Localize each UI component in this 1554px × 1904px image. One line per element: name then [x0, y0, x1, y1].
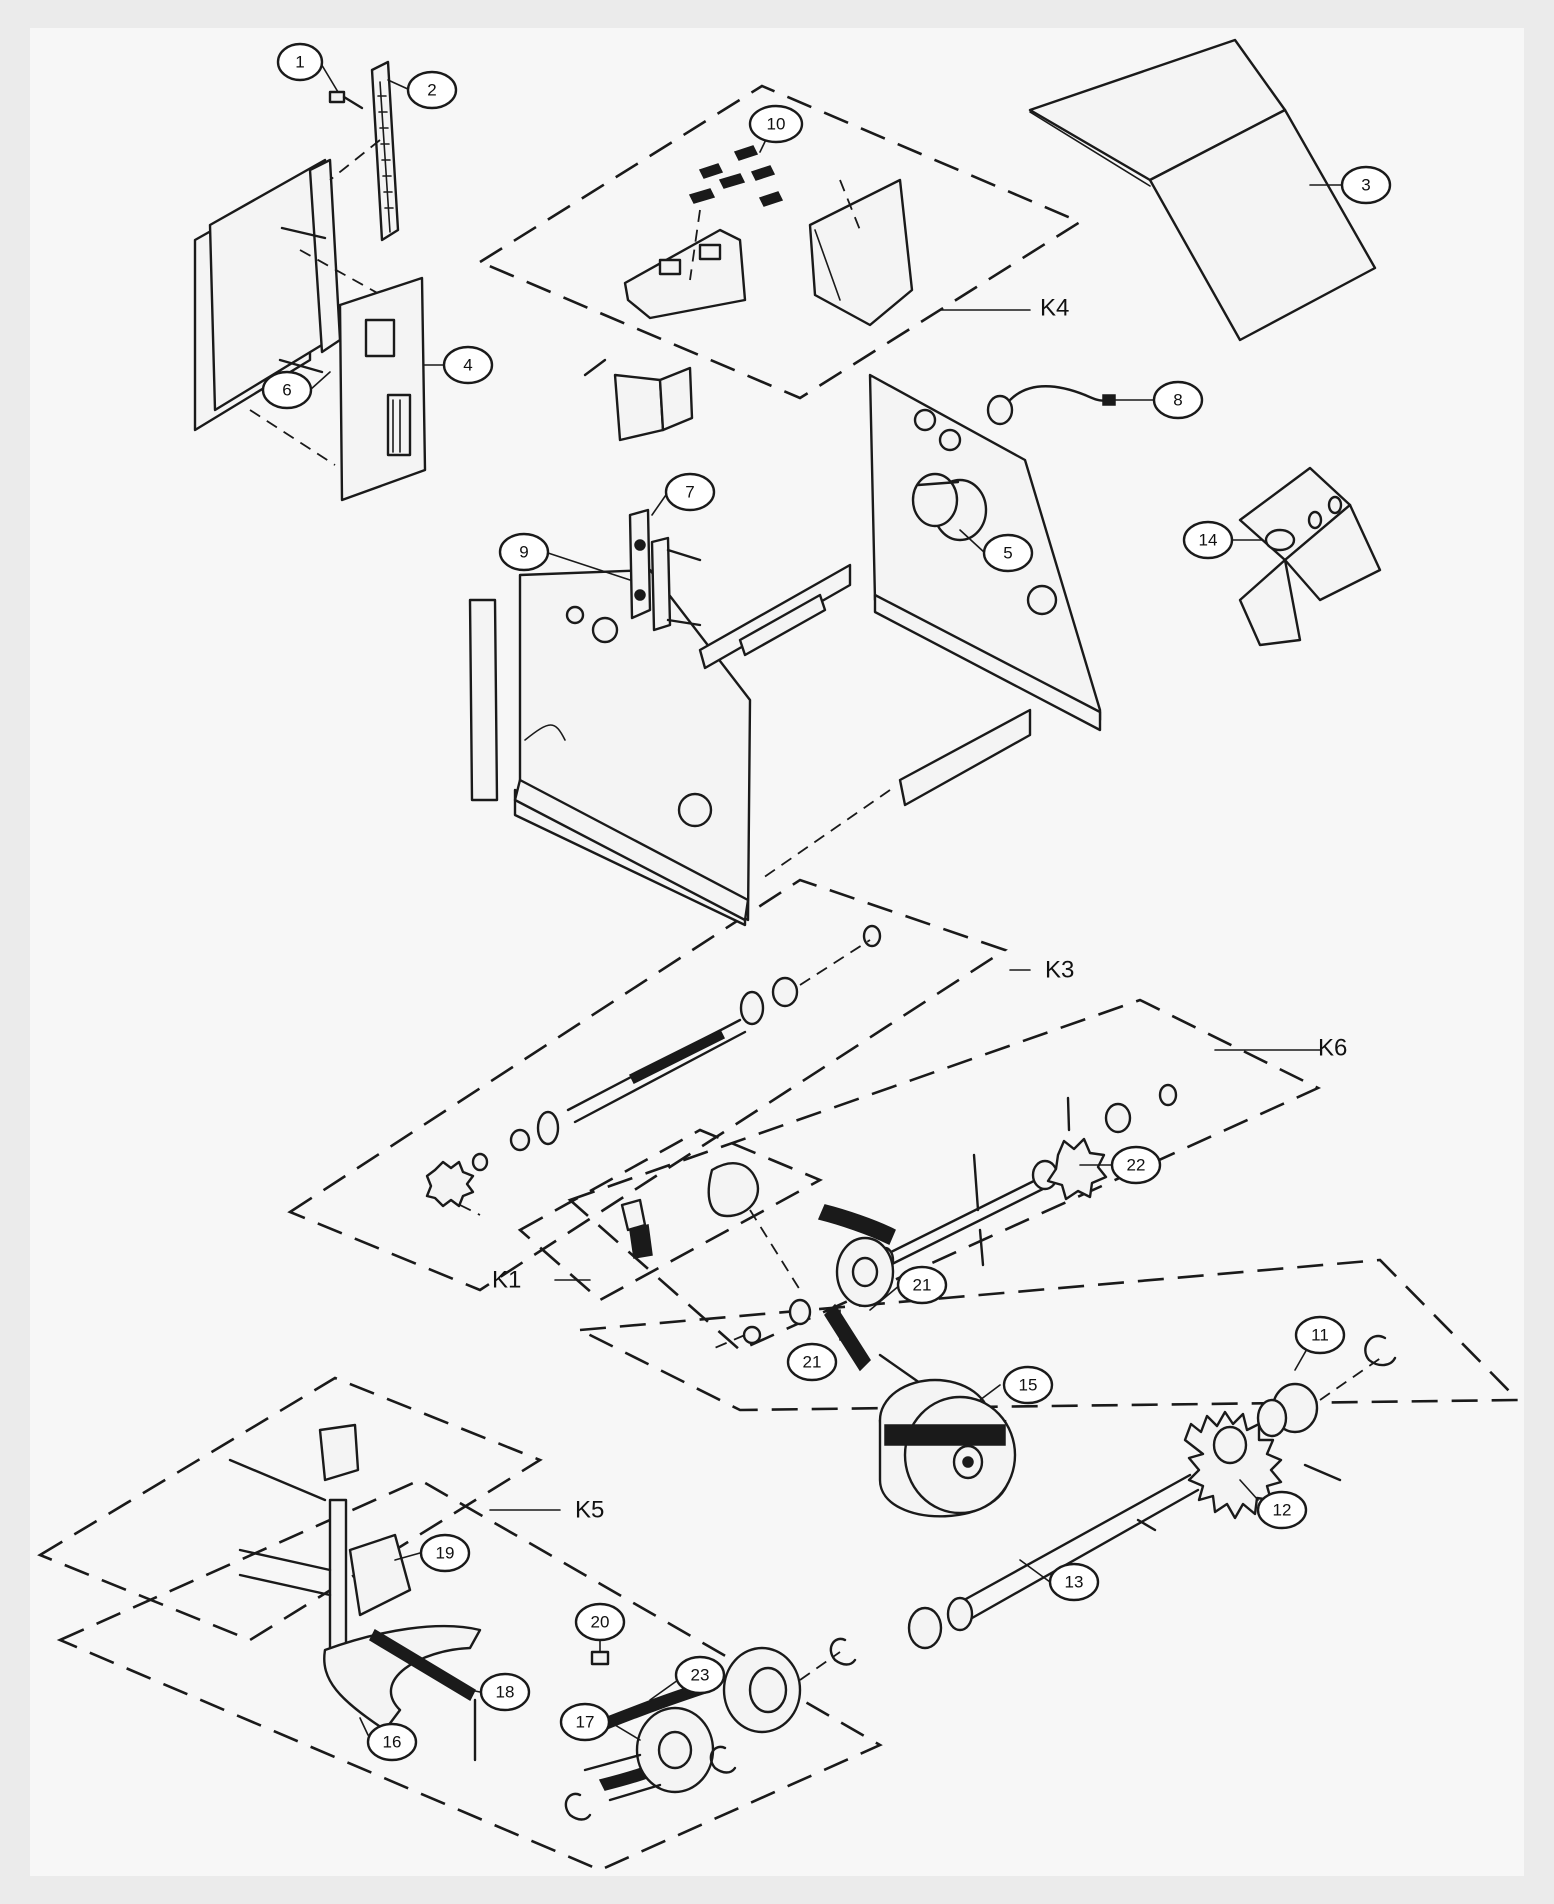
k3-shaft-assembly [425, 924, 882, 1216]
svg-text:12: 12 [1273, 1501, 1292, 1520]
kit-label-k4: K4 [1040, 295, 1069, 322]
control-panel-housing [193, 139, 391, 466]
kit-k1-boundary [517, 1128, 824, 1302]
k1-small-parts [620, 1198, 653, 1259]
svg-text:13: 13 [1065, 1573, 1084, 1592]
callout-17: 17 [559, 1702, 611, 1742]
part-1-screw [328, 90, 364, 110]
svg-text:6: 6 [282, 381, 291, 400]
part-17-sprocket-pulley [564, 1637, 857, 1821]
part-3-cover [1028, 38, 1377, 342]
callout-21-upper: 21 [896, 1265, 948, 1305]
kit-k5-boundary-upper [37, 1376, 543, 1642]
k5-release-assembly [228, 1423, 610, 1762]
kit-k5-boundary-lower [56, 1478, 883, 1872]
part-2-rail [370, 60, 400, 242]
callout-22: 22 [1110, 1145, 1162, 1185]
kit-k3-boundary [287, 878, 1008, 1292]
switch-bracket [583, 358, 694, 442]
svg-text:9: 9 [519, 543, 528, 562]
callout-2: 2 [406, 70, 458, 110]
callout-11: 11 [1294, 1315, 1346, 1355]
callout-20: 20 [574, 1602, 626, 1642]
svg-text:4: 4 [463, 356, 472, 375]
part-4-panel-board [338, 276, 427, 502]
kit-label-k1: K1 [492, 1267, 521, 1294]
main-chassis [468, 373, 1102, 927]
svg-text:21: 21 [913, 1276, 932, 1295]
svg-text:5: 5 [1003, 544, 1012, 563]
part-5-capacitor [911, 472, 988, 542]
callout-21-lower: 21 [786, 1342, 838, 1382]
svg-text:15: 15 [1019, 1376, 1038, 1395]
callout-1: 1 [276, 42, 324, 82]
callout-10: 10 [748, 104, 804, 144]
callout-5: 5 [982, 533, 1034, 573]
callout-7: 7 [664, 472, 716, 512]
callout-16: 16 [366, 1722, 418, 1762]
svg-text:23: 23 [691, 1666, 710, 1685]
svg-text:1: 1 [295, 53, 304, 72]
kit-labels: K4 K3 K6 K1 K5 [492, 295, 1347, 1524]
svg-text:11: 11 [1311, 1326, 1329, 1345]
svg-text:17: 17 [576, 1713, 595, 1732]
part-7-switch-plate [628, 508, 702, 632]
part-callouts: 1 2 3 4 5 6 7 8 9 10 11 12 13 14 15 16 1… [261, 42, 1392, 1762]
k6-gearbox-assembly [707, 1083, 1178, 1372]
k2-output-assembly [907, 1334, 1397, 1650]
callout-12: 12 [1256, 1490, 1308, 1530]
svg-text:7: 7 [685, 483, 694, 502]
svg-text:16: 16 [383, 1733, 402, 1752]
svg-text:8: 8 [1173, 391, 1182, 410]
part-15-motor [878, 1353, 1017, 1518]
callout-3: 3 [1340, 165, 1392, 205]
svg-text:21: 21 [803, 1353, 822, 1372]
part-6-standoffs [278, 226, 327, 374]
kit-label-k3: K3 [1045, 957, 1074, 984]
callout-8: 8 [1152, 380, 1204, 420]
part-14-bracket [1238, 466, 1382, 647]
kit-k2-boundary [575, 1258, 1522, 1412]
kit-k6-boundary [567, 998, 1322, 1352]
svg-text:2: 2 [427, 81, 436, 100]
callout-23: 23 [674, 1655, 726, 1695]
kit-boundaries [37, 84, 1522, 1872]
callout-6: 6 [261, 370, 313, 410]
kit-label-k5: K5 [575, 1497, 604, 1524]
callout-4: 4 [442, 345, 494, 385]
callout-18: 18 [479, 1672, 531, 1712]
svg-text:3: 3 [1361, 176, 1370, 195]
callout-14: 14 [1182, 520, 1234, 560]
part-8-power-cord [986, 385, 1116, 426]
callout-15: 15 [1002, 1365, 1054, 1405]
svg-text:19: 19 [436, 1544, 455, 1563]
kit-k4-boundary [477, 84, 1083, 400]
part-10-limit-switch-kit [623, 145, 914, 327]
svg-text:14: 14 [1199, 531, 1218, 550]
callout-13: 13 [1048, 1562, 1100, 1602]
svg-text:10: 10 [767, 115, 786, 134]
svg-text:22: 22 [1127, 1156, 1146, 1175]
callout-19: 19 [419, 1533, 471, 1573]
svg-text:20: 20 [591, 1613, 610, 1632]
svg-text:18: 18 [496, 1683, 515, 1702]
kit-label-k6: K6 [1318, 1035, 1347, 1062]
callout-9: 9 [498, 532, 550, 572]
